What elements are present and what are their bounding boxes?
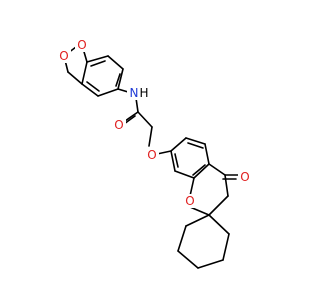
atom-o-dioxole-top: O	[77, 38, 86, 52]
cyclohexane-ring	[177, 214, 230, 269]
atom-h-amide: H	[139, 86, 148, 100]
atom-o-pyran-ring: O	[185, 194, 194, 208]
atom-o-amide-carbonyl: O	[114, 118, 123, 132]
atom-o-ketone: O	[240, 170, 249, 184]
atom-n-amide: N	[130, 86, 139, 100]
molecule-structure: O O N H O O O O	[59, 38, 250, 269]
benzodioxole-ring	[63, 44, 124, 97]
amide-linker	[117, 88, 153, 147]
atom-o-ether: O	[147, 148, 156, 162]
chromanone-ring	[156, 137, 239, 216]
atom-o-dioxole-bottom: O	[59, 49, 68, 63]
molecule-diagram: O O N H O O O O	[59, 38, 250, 269]
